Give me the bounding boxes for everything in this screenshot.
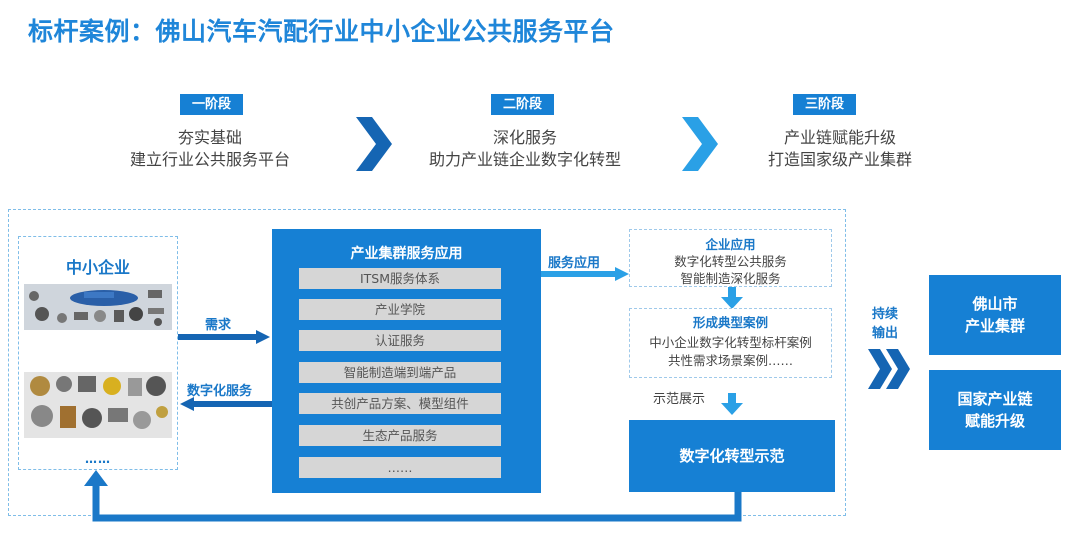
enterprise-apps-line: 智能制造深化服务 [680,271,781,286]
cluster-item: …… [299,457,501,478]
cluster-title: 产业集群服务应用 [350,246,463,262]
arrow-down-icon [721,287,743,309]
outcome-line1: 国家产业链 [957,390,1033,408]
enterprise-apps-title: 企业应用 [705,237,756,252]
cluster-item: 认证服务 [299,330,501,351]
typical-cases-box [629,308,832,378]
stage-3-badge: 三阶段 [793,94,857,115]
national-chain-box: 国家产业链赋能升级 [929,370,1061,450]
output-line2: 输出 [871,326,898,341]
continuous-output-label: 持续 输出 [861,305,909,343]
digital-demo-box: 数字化转型示范 [629,420,835,492]
cluster-item: ITSM服务体系 [299,268,501,289]
stage-3-line2: 打造国家级产业集群 [767,150,912,169]
arrow-left-icon [180,397,272,411]
sme-title: 中小企业 [65,258,130,277]
cluster-item: 共创产品方案、模型组件 [299,393,501,414]
cluster-item: 产业学院 [299,299,501,320]
stage-2-line1: 深化服务 [492,128,557,147]
outcome-line1: 佛山市 [972,295,1018,313]
typical-cases-line: 共性需求场景案例…… [667,353,793,368]
components-image [24,372,172,438]
stage-2-badge: 二阶段 [491,94,555,115]
double-chevron-right-icon [868,349,910,389]
stage-2-line2: 助力产业链企业数字化转型 [428,150,621,169]
demo-show-label: 示范展示 [653,392,706,407]
output-line1: 持续 [871,307,898,322]
auto-parts-image [24,284,172,330]
demand-label: 需求 [205,318,232,333]
outcome-line2: 产业集群 [964,317,1025,335]
chevron-right-icon [356,117,392,171]
stage-1-badge: 一阶段 [180,94,244,115]
stage-3-text: 产业链赋能升级 打造国家级产业集群 [730,127,950,171]
chevron-right-icon [682,117,718,171]
stage-1-line1: 夯实基础 [177,128,242,147]
enterprise-apps-box [629,229,832,287]
sme-more: …… [85,452,111,466]
cluster-item: 生态产品服务 [299,425,501,446]
stage-3-line1: 产业链赋能升级 [783,128,896,147]
typical-cases-line: 中小企业数字化转型标杆案例 [649,335,812,350]
typical-cases-title: 形成典型案例 [692,315,768,330]
arrow-down-icon [721,393,743,415]
outcome-line2: 赋能升级 [964,412,1025,430]
cluster-item: 智能制造端到端产品 [299,362,501,383]
arrow-right-icon [541,267,629,281]
stage-2-text: 深化服务 助力产业链企业数字化转型 [400,127,650,171]
page-title: 标杆案例：佛山汽车汽配行业中小企业公共服务平台 [28,17,615,46]
stage-1-text: 夯实基础 建立行业公共服务平台 [90,127,330,171]
feedback-loop-arrow-icon [84,470,742,522]
arrow-right-icon [178,330,270,344]
digital-service-label: 数字化服务 [187,384,253,399]
stage-1-line2: 建立行业公共服务平台 [129,150,290,169]
service-apps-label: 服务应用 [548,256,601,271]
foshan-cluster-box: 佛山市产业集群 [929,275,1061,355]
enterprise-apps-line: 数字化转型公共服务 [674,254,787,269]
